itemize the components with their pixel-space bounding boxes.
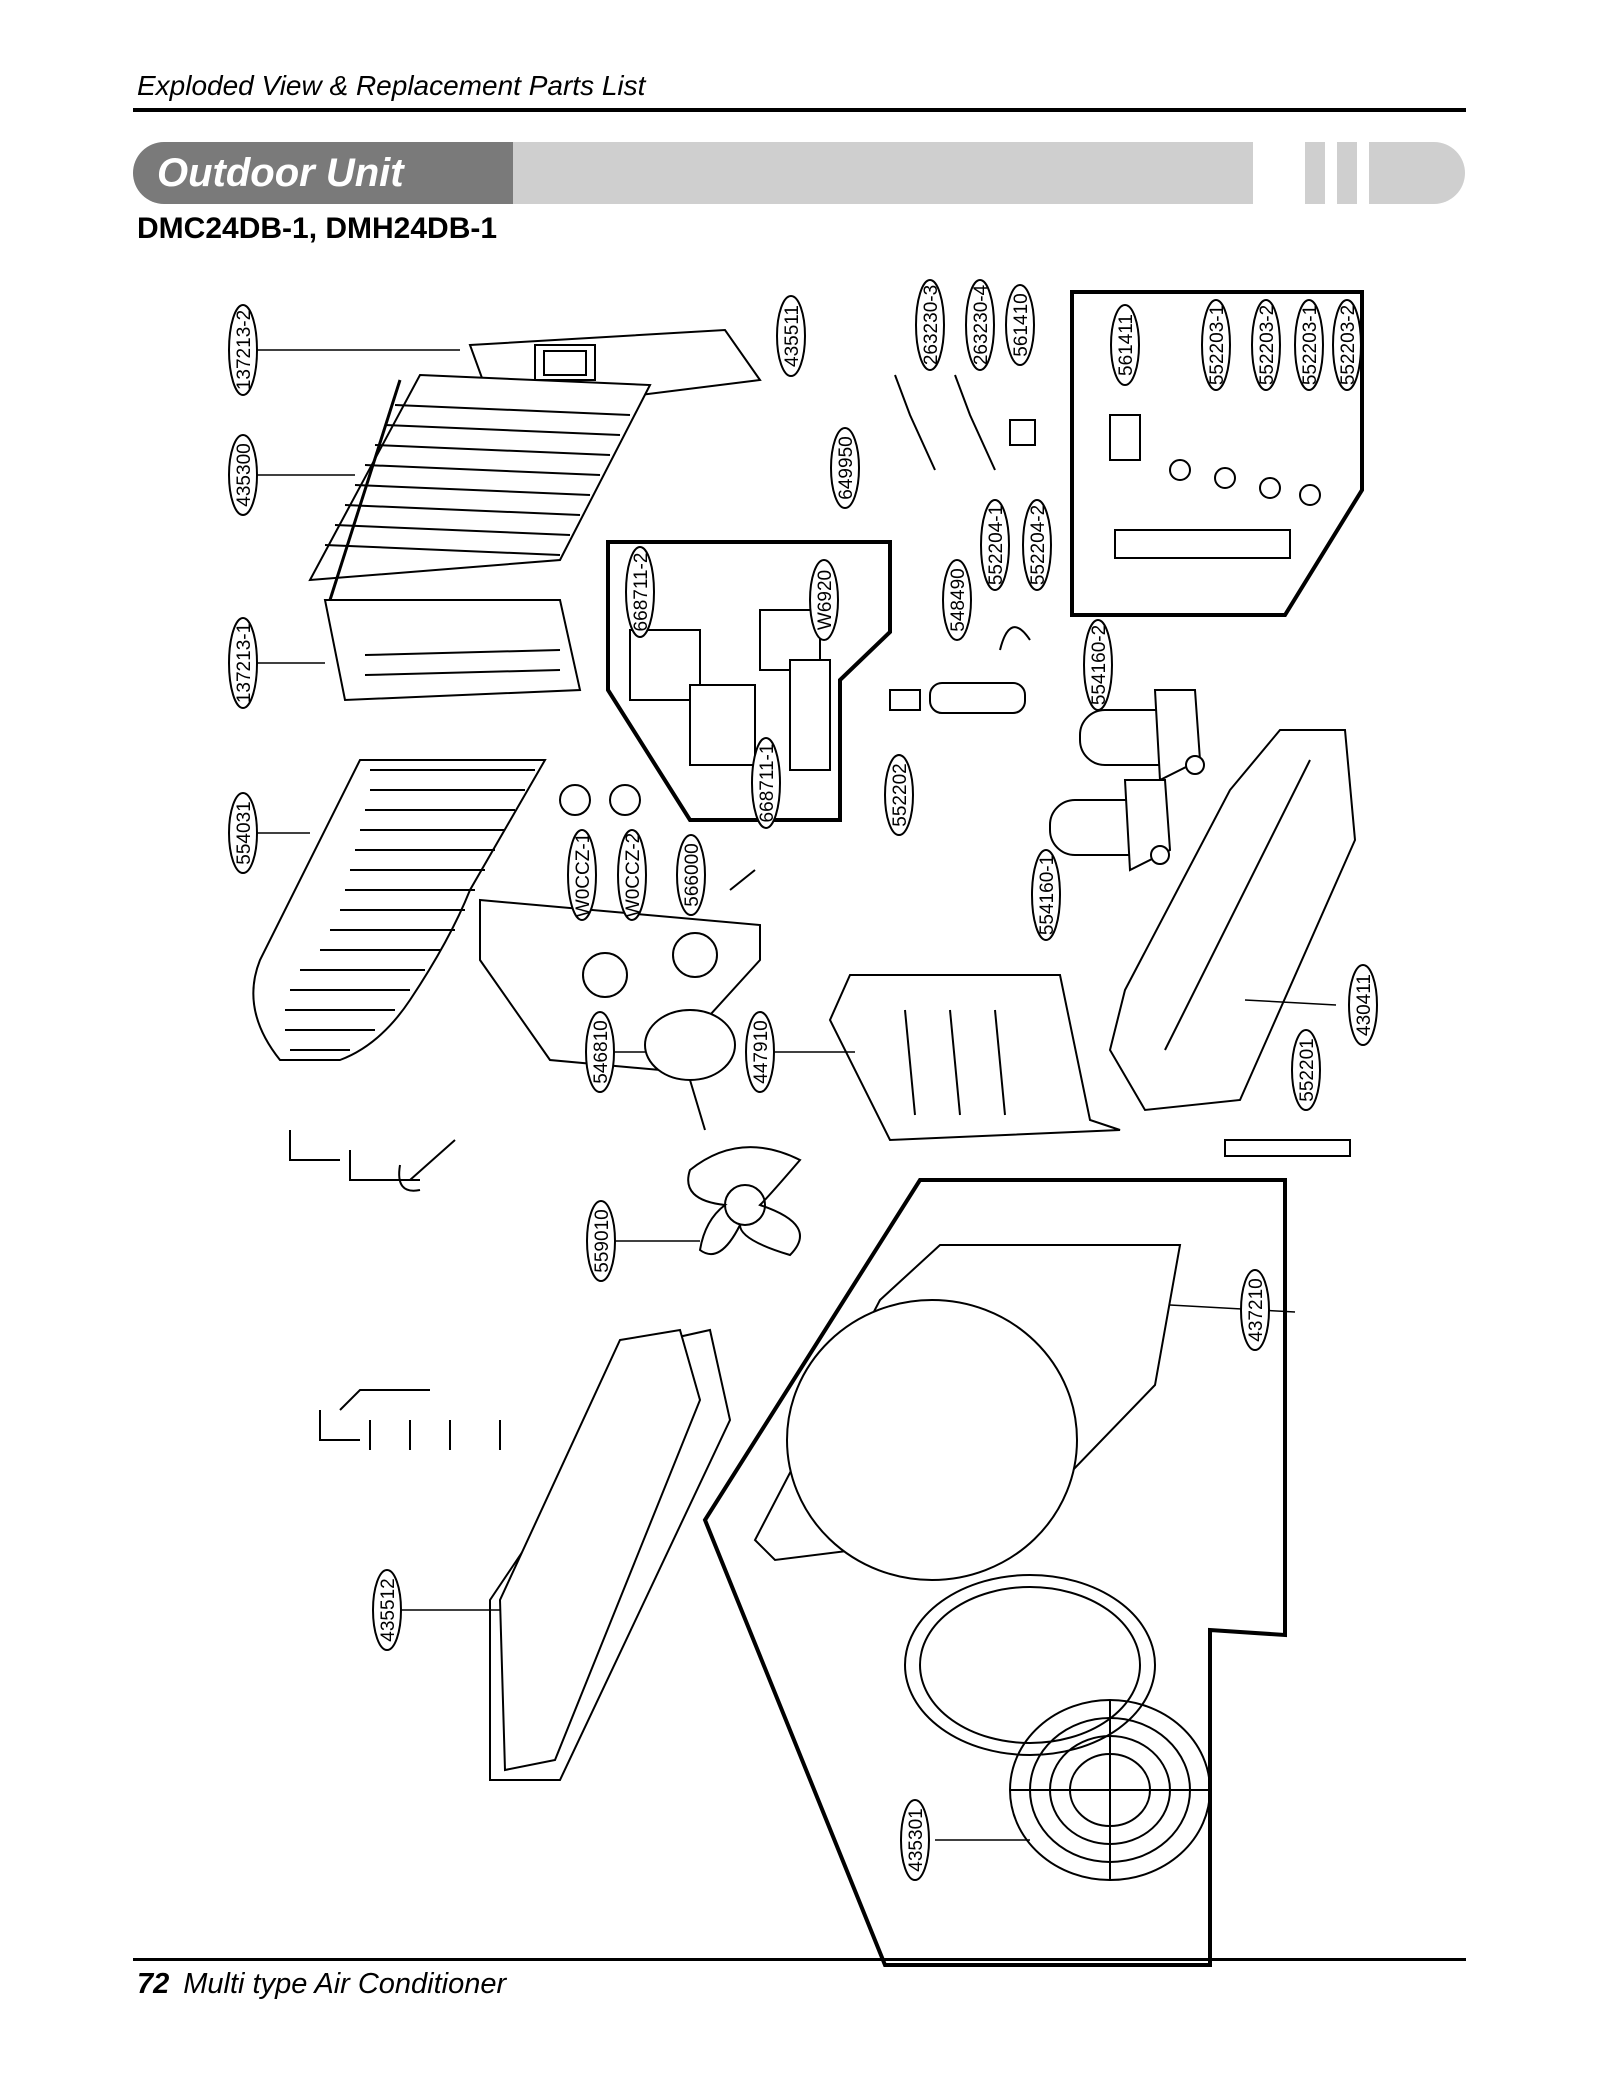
part-label-546810: 546810: [591, 1020, 612, 1083]
front-panel-group: [702, 1178, 1287, 1967]
base-pan-part: [1108, 729, 1357, 1112]
capacitor-parts: [559, 784, 756, 891]
part-label-137213-1: 137213-1: [234, 623, 255, 703]
part-label-554160-2: 554160-2: [1089, 625, 1110, 705]
part-label-552203-2a: 552203-2: [1257, 305, 1278, 385]
footer-rule: [133, 1958, 1466, 1961]
part-label-552201: 552201: [1297, 1038, 1318, 1101]
footer-doc-title: Multi type Air Conditioner: [183, 1968, 507, 2000]
compressor-1-part: [1049, 779, 1172, 872]
part-label-263230-3: 263230-3: [921, 285, 942, 365]
part-label-w0ccz-2: W0CCZ-2: [623, 833, 644, 917]
part-label-552203-1b: 552203-1: [1300, 305, 1321, 385]
part-label-137213-2: 137213-2: [234, 310, 255, 390]
part-label-552204-1: 552204-1: [986, 505, 1007, 585]
part-label-561410: 561410: [1011, 293, 1032, 356]
banner-title: Outdoor Unit: [157, 151, 404, 195]
part-label-561411: 561411: [1116, 314, 1137, 376]
part-label-552204-2: 552204-2: [1028, 505, 1049, 585]
page-number: 72: [137, 1968, 170, 2000]
page-footer: 72 Multi type Air Conditioner: [137, 1968, 506, 2001]
part-label-435301: 435301: [906, 1808, 927, 1871]
part-label-w6920: W6920: [815, 570, 836, 630]
part-label-w0ccz-1: W0CCZ-1: [573, 833, 594, 917]
part-labels: 137213-2 435300 137213-1 554031 435511 6…: [228, 279, 1378, 1881]
part-label-566000: 566000: [682, 843, 703, 906]
part-label-552202: 552202: [890, 763, 911, 826]
right-side-panel-part: [489, 1328, 732, 1781]
service-valves-group: [1070, 290, 1364, 617]
part-label-649950: 649950: [836, 436, 857, 499]
fan-motor-part: [644, 1009, 736, 1131]
inner-partition-part: [828, 974, 1121, 1142]
part-label-437210: 437210: [1246, 1278, 1267, 1341]
control-box-group: [606, 540, 892, 822]
accumulator-part: [889, 626, 1031, 714]
banner-tab-cap: [1369, 142, 1465, 204]
part-label-548490: 548490: [948, 568, 969, 631]
fan-propeller-part: [687, 1146, 802, 1257]
part-label-435512: 435512: [378, 1578, 399, 1641]
model-title: DMC24DB-1, DMH24DB-1: [137, 212, 498, 245]
part-label-263230-4: 263230-4: [971, 284, 992, 365]
sensor-parts: [894, 374, 1036, 471]
banner-tab-bar-2: [1337, 142, 1357, 204]
part-label-435511: 435511: [782, 305, 803, 367]
part-label-552203-1a: 552203-1: [1207, 305, 1228, 385]
part-label-552203-2b: 552203-2: [1338, 305, 1359, 385]
part-label-554031: 554031: [234, 801, 255, 864]
banner-light-segment: [513, 142, 1253, 204]
part-label-447910: 447910: [751, 1020, 772, 1083]
side-panel-part: [323, 599, 582, 702]
section-title: Exploded View & Replacement Parts List: [137, 70, 646, 101]
orifice-ring-part: [904, 1574, 1156, 1756]
compressor-2-part: [1079, 689, 1205, 782]
part-label-559010: 559010: [592, 1209, 613, 1272]
fan-guard-part: [1009, 1699, 1211, 1881]
banner-tab-bar-1: [1305, 142, 1325, 204]
header-rule: [133, 108, 1466, 112]
part-label-668711-2: 668711-2: [631, 553, 652, 632]
part-label-435300: 435300: [234, 443, 255, 506]
tube-parts: [289, 1130, 501, 1450]
pipe-part: [1224, 1139, 1351, 1157]
condenser-coil-part: [252, 759, 547, 1061]
leader-lines: [255, 349, 1337, 1841]
part-label-430411: 430411: [1354, 974, 1375, 1036]
part-label-668711-1: 668711-1: [757, 744, 778, 823]
rear-grille-part: [308, 373, 652, 601]
banner-dark-segment: [133, 142, 513, 204]
part-label-554160-1: 554160-1: [1037, 855, 1058, 935]
